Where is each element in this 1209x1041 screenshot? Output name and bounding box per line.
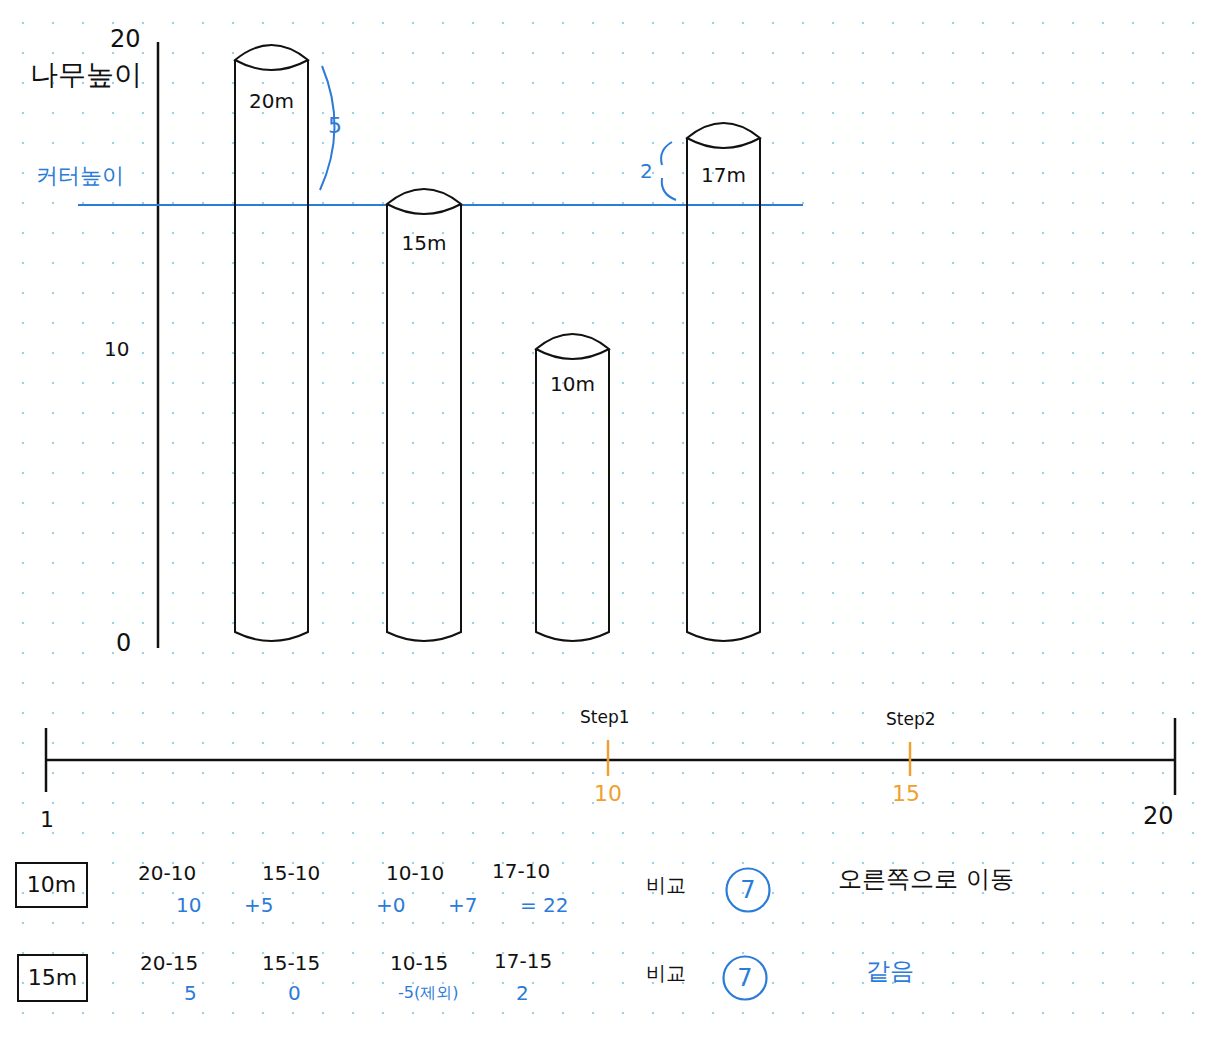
cylinder-body	[687, 138, 760, 641]
circle-outline	[727, 869, 770, 912]
circle-outline	[724, 957, 767, 1000]
node-text: 20m	[249, 90, 294, 112]
tree-cylinder: 10m	[535, 333, 610, 644]
note-label: 20-15	[140, 952, 198, 974]
cylinder-top	[687, 123, 760, 148]
shape-outline	[386, 188, 462, 644]
step-tick	[909, 742, 912, 776]
note-label: 2	[516, 982, 529, 1004]
node-text: 7	[740, 877, 755, 903]
note-label: 비교	[646, 962, 686, 984]
tree-cylinder: 20m	[234, 44, 309, 644]
note-label: 10	[176, 894, 201, 916]
note-label: +7	[448, 894, 477, 916]
note-label: 15	[892, 782, 920, 806]
note-label: 오른쪽으로 이동	[838, 866, 1014, 892]
node-text: 15m	[402, 232, 447, 254]
node-text: 10m	[550, 373, 595, 395]
value-box: 10m	[15, 862, 88, 908]
number-line	[46, 759, 1175, 762]
note-label: 20	[110, 26, 141, 52]
cylinder-body	[387, 204, 461, 641]
note-label: 커터높이	[36, 164, 124, 188]
tick	[45, 728, 48, 792]
note-label: 10-10	[386, 862, 444, 884]
cylinder-top	[235, 45, 308, 70]
note-label: 15-15	[262, 952, 320, 974]
cylinder-body	[235, 60, 308, 641]
circled-number: 7	[725, 867, 771, 913]
y-axis	[157, 42, 160, 648]
note-label: 5	[328, 114, 342, 138]
cylinder-top	[536, 334, 609, 359]
note-label: 비교	[646, 874, 686, 896]
note-label: Step2	[886, 710, 936, 729]
shape-outline	[686, 122, 761, 644]
note-label: 20	[1143, 803, 1174, 829]
tree-cylinder: 15m	[386, 188, 462, 644]
note-label: 0	[116, 630, 131, 656]
cylinder-top	[387, 189, 461, 214]
note-label: -5(제외)	[398, 984, 458, 1002]
circled-number: 7	[722, 955, 768, 1001]
note-label: Step1	[580, 708, 630, 727]
node-text: 15m	[28, 966, 77, 990]
node-text: 10m	[27, 873, 76, 897]
shape-outline	[234, 44, 309, 644]
note-label: +0	[376, 894, 405, 916]
note-label: 17-15	[494, 950, 552, 972]
note-label: = 22	[520, 894, 569, 916]
note-label: 15-10	[262, 862, 320, 884]
tick	[1174, 718, 1177, 795]
cylinder-body	[536, 349, 609, 641]
node-text: 7	[737, 965, 752, 991]
note-label: 5	[184, 982, 197, 1004]
bracket	[661, 142, 676, 200]
note-label: 10	[104, 338, 129, 360]
note-label: 0	[288, 982, 301, 1004]
value-box: 15m	[17, 954, 88, 1002]
note-label: 1	[40, 808, 54, 832]
box-outline	[18, 955, 87, 1001]
tree-cylinder: 17m	[686, 122, 761, 644]
note-label: 10-15	[390, 952, 448, 974]
note-label: 17-10	[492, 860, 550, 882]
note-label: 나무높이	[30, 60, 142, 91]
node-text: 17m	[701, 164, 746, 186]
step-tick	[607, 740, 610, 776]
note-label: +5	[244, 894, 273, 916]
note-label: 20-10	[138, 862, 196, 884]
note-label: 2	[640, 160, 653, 182]
note-label: 같음	[866, 958, 914, 984]
box-outline	[16, 863, 87, 907]
note-label: 10	[594, 782, 622, 806]
